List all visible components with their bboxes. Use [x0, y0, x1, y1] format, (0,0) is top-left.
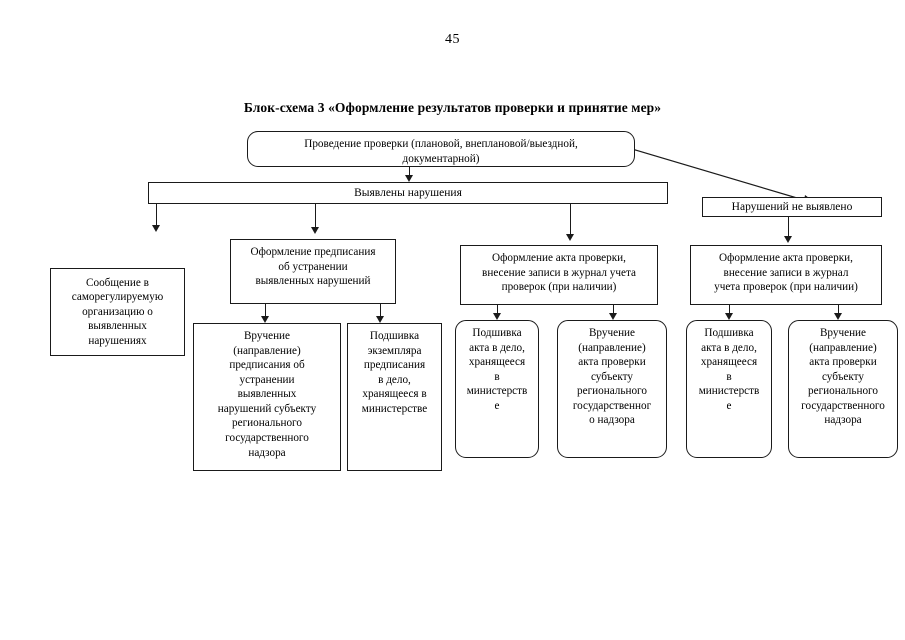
node-sro-message: Сообщение в саморегулируемую организацию…: [50, 268, 185, 356]
connector-act-right-to-filing: [729, 305, 730, 316]
arrowhead-violations-to-sro: [152, 225, 160, 232]
arrowhead-act-left-to-filing: [493, 313, 501, 320]
arrowhead-act-right-to-delivery: [834, 313, 842, 320]
node-branch-violations-label: Выявлены нарушения: [354, 187, 462, 199]
arrowhead-order-to-delivery: [261, 316, 269, 323]
arrowhead-start-to-violations: [405, 175, 413, 182]
node-act-filing-left: Подшивка акта в дело, хранящееся в минис…: [455, 320, 539, 458]
connector-order-to-delivery: [265, 304, 266, 319]
node-act-issue-right: Оформление акта проверки, внесение запис…: [690, 245, 882, 305]
arrowhead-order-to-filing: [376, 316, 384, 323]
node-start: Проведение проверки (плановой, внепланов…: [247, 131, 635, 167]
node-act-delivery-right: Вручение (направление) акта проверки суб…: [788, 320, 898, 458]
node-order-issue: Оформление предписания об устранении выя…: [230, 239, 396, 304]
connector-act-left-to-delivery: [613, 305, 614, 316]
arrowhead-violations-to-act-left: [566, 234, 574, 241]
node-order-filing: Подшивка экземпляра предписания в дело, …: [347, 323, 442, 471]
node-branch-no-violations: Нарушений не выявлено: [702, 197, 882, 217]
connector-start-to-violations: [409, 167, 410, 179]
arrowhead-violations-to-order: [311, 227, 319, 234]
connector-order-to-filing: [380, 304, 381, 319]
node-sro-message-label: Сообщение в саморегулируемую организацию…: [71, 276, 164, 347]
node-act-filing-right: Подшивка акта в дело, хранящееся в минис…: [686, 320, 772, 458]
node-act-delivery-right-label: Вручение (направление) акта проверки суб…: [801, 327, 885, 427]
node-order-filing-label: Подшивка экземпляра предписания в дело, …: [361, 330, 428, 415]
node-start-label: Проведение проверки (плановой, внепланов…: [304, 138, 578, 165]
connector-violations-to-act-left: [570, 204, 571, 237]
node-act-filing-right-label: Подшивка акта в дело, хранящееся в минис…: [698, 327, 760, 412]
connector-act-left-to-filing: [497, 305, 498, 316]
node-act-issue-left-label: Оформление акта проверки, внесение запис…: [482, 252, 636, 294]
page-number: 45: [445, 32, 460, 47]
node-act-delivery-left: Вручение (направление) акта проверки суб…: [557, 320, 667, 458]
page-title: Блок-схема 3 «Оформление результатов про…: [243, 100, 662, 115]
node-branch-no-violations-label: Нарушений не выявлено: [731, 201, 853, 213]
arrowhead-act-left-to-delivery: [609, 313, 617, 320]
connector-no-violations-to-act-right: [788, 217, 789, 239]
connector-violations-to-order: [315, 204, 316, 230]
node-order-issue-label: Оформление предписания об устранении выя…: [250, 246, 376, 288]
arrowhead-act-right-to-filing: [725, 313, 733, 320]
node-act-filing-left-label: Подшивка акта в дело, хранящееся в минис…: [466, 327, 528, 412]
connector-violations-to-sro: [156, 204, 157, 228]
connector-act-right-to-delivery: [838, 305, 839, 316]
arrowhead-no-violations-to-act-right: [784, 236, 792, 243]
node-act-issue-left: Оформление акта проверки, внесение запис…: [460, 245, 658, 305]
node-order-delivery: Вручение (направление) предписания об ус…: [193, 323, 341, 471]
node-act-issue-right-label: Оформление акта проверки, внесение запис…: [714, 252, 858, 294]
node-branch-violations: Выявлены нарушения: [148, 182, 668, 204]
node-act-delivery-left-label: Вручение (направление) акта проверки суб…: [572, 327, 652, 427]
node-order-delivery-label: Вручение (направление) предписания об ус…: [217, 330, 317, 459]
